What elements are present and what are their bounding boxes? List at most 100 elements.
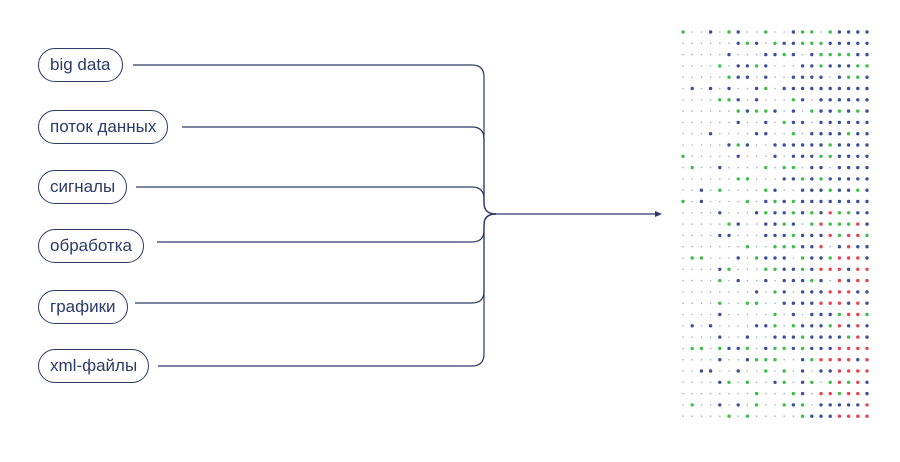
matrix-dot	[856, 222, 860, 226]
matrix-dot	[718, 278, 722, 283]
matrix-dot	[829, 245, 831, 248]
matrix-dot	[727, 222, 731, 226]
matrix-dot	[690, 165, 694, 170]
matrix-dot	[783, 99, 785, 101]
matrix-dot	[736, 109, 740, 113]
matrix-dot	[709, 155, 712, 158]
matrix-dot	[709, 358, 712, 361]
matrix-dot	[682, 257, 684, 259]
matrix-dot	[746, 404, 749, 406]
matrix-dot	[819, 267, 823, 271]
matrix-dot	[709, 245, 712, 248]
matrix-dot	[800, 346, 805, 351]
matrix-dot	[865, 358, 869, 362]
matrix-dot	[856, 132, 860, 136]
matrix-dot	[782, 86, 786, 91]
matrix-dot	[865, 211, 869, 215]
matrix-dot	[819, 177, 823, 181]
matrix-dot	[791, 403, 796, 407]
matrix-dot	[820, 381, 822, 384]
matrix-dot	[736, 30, 740, 34]
matrix-dot	[700, 268, 703, 271]
matrix-dot	[691, 245, 693, 248]
matrix-dot	[782, 278, 786, 283]
matrix-dot	[691, 144, 693, 146]
matrix-dot	[846, 358, 851, 362]
matrix-dot	[774, 121, 776, 124]
matrix-dot	[746, 166, 749, 169]
matrix-dot	[782, 245, 786, 249]
matrix-dot	[856, 30, 860, 34]
matrix-dot	[764, 30, 768, 34]
matrix-dot	[846, 391, 851, 396]
matrix-dot	[792, 257, 795, 259]
matrix-dot	[728, 370, 730, 372]
matrix-dot	[773, 109, 777, 113]
matrix-dot	[719, 76, 721, 78]
matrix-dot	[801, 53, 804, 56]
matrix-dot	[682, 132, 684, 135]
matrix-dot	[737, 87, 739, 90]
matrix-dot	[856, 312, 860, 317]
matrix-dot	[856, 199, 860, 204]
matrix-dot	[828, 358, 832, 362]
matrix-dot	[819, 358, 823, 362]
matrix-dot	[791, 278, 796, 283]
source-pill-xml-files: xml-файлы	[38, 349, 150, 383]
matrix-dot	[691, 212, 693, 214]
matrix-dot	[691, 178, 693, 180]
matrix-dot	[828, 86, 832, 91]
matrix-dot	[791, 312, 796, 317]
matrix-dot	[691, 302, 693, 305]
matrix-dot	[782, 120, 786, 125]
matrix-dot	[764, 132, 768, 136]
matrix-dot	[699, 188, 704, 192]
matrix-dot	[755, 313, 758, 316]
matrix-dot	[800, 301, 805, 305]
matrix-dot	[727, 380, 731, 384]
matrix-dot	[792, 381, 795, 384]
matrix-dot	[700, 415, 703, 418]
matrix-dot	[773, 312, 777, 317]
matrix-dot	[819, 403, 823, 407]
matrix-dot	[810, 211, 814, 215]
matrix-dot	[690, 346, 694, 351]
matrix-dot	[810, 324, 814, 328]
matrix-dot	[746, 99, 749, 101]
matrix-dot	[754, 132, 759, 136]
matrix-dot	[718, 188, 722, 192]
matrix-dot	[865, 403, 869, 407]
matrix-dot	[737, 212, 739, 214]
matrix-dot	[800, 358, 805, 362]
source-pill-signals: сигналы	[38, 170, 128, 204]
matrix-dot	[846, 267, 851, 271]
matrix-dot	[737, 313, 739, 316]
matrix-dot	[865, 86, 869, 91]
matrix-dot	[709, 302, 712, 305]
matrix-dot	[856, 301, 860, 305]
matrix-dot	[709, 268, 712, 271]
matrix-dot	[700, 76, 703, 78]
matrix-dot	[800, 120, 805, 125]
matrix-dot	[837, 256, 842, 260]
matrix-dot	[682, 268, 684, 271]
matrix-dot	[773, 245, 777, 249]
matrix-dot	[765, 313, 767, 316]
matrix-dot	[718, 98, 722, 102]
matrix-dot	[791, 30, 796, 34]
matrix-dot	[718, 64, 722, 68]
matrix-dot	[800, 30, 805, 34]
matrix-dot	[719, 132, 721, 135]
matrix-dot	[691, 392, 693, 395]
matrix-dot	[736, 75, 740, 79]
matrix-dot	[801, 132, 804, 135]
matrix-dot	[773, 358, 777, 362]
matrix-dot	[828, 312, 832, 317]
matrix-dot	[846, 301, 851, 305]
matrix-dot	[856, 403, 860, 407]
matrix-dot	[828, 256, 832, 260]
matrix-dot	[865, 188, 869, 192]
matrix-dot	[682, 381, 684, 384]
matrix-dot	[754, 391, 759, 396]
